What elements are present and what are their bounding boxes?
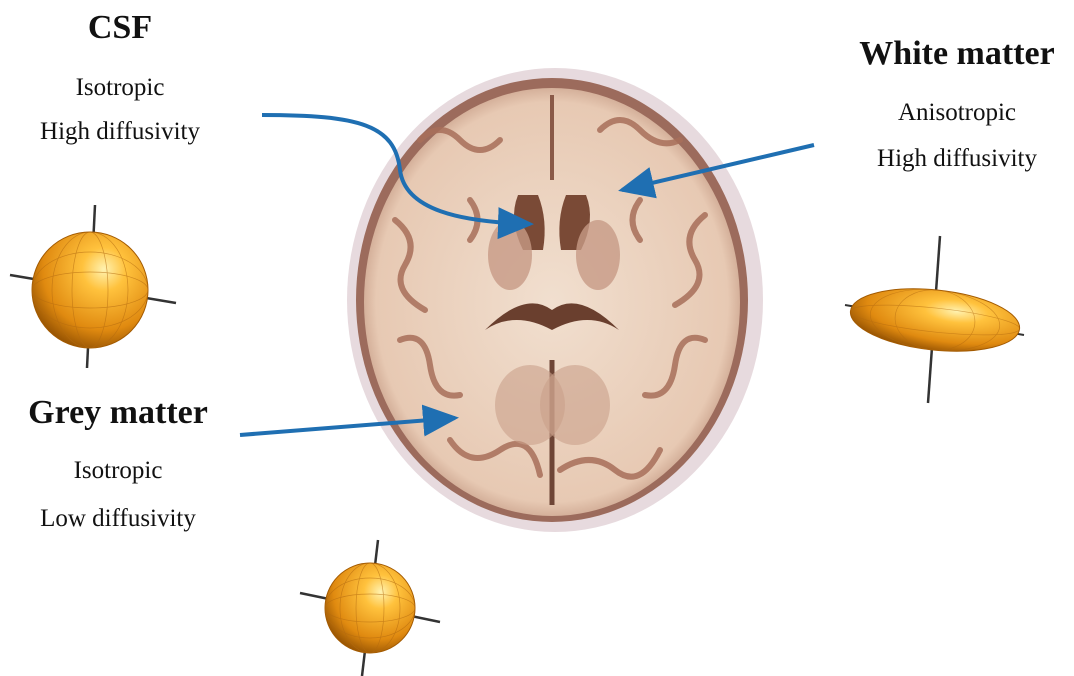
grey-matter-label-block: Grey matter Isotropic Low diffusivity xyxy=(0,393,236,535)
grey-matter-line2: Low diffusivity xyxy=(0,503,236,535)
csf-line2: High diffusivity xyxy=(0,116,240,148)
csf-label-block: CSF Isotropic High diffusivity xyxy=(0,8,240,148)
white-matter-label-block: White matter Anisotropic High diffusivit… xyxy=(840,34,1074,175)
csf-title: CSF xyxy=(0,8,240,48)
sphere-tensor-icon xyxy=(300,540,440,676)
white-matter-title: White matter xyxy=(840,34,1074,74)
white-matter-line1: Anisotropic xyxy=(840,97,1074,129)
brain-slice-image xyxy=(347,68,763,532)
sphere-tensor-icon xyxy=(10,205,176,368)
white-matter-line2: High diffusivity xyxy=(840,143,1074,175)
csf-line1: Isotropic xyxy=(0,72,240,104)
ellipsoid-tensor-icon xyxy=(845,236,1024,403)
grey-matter-title: Grey matter xyxy=(0,393,236,433)
grey-matter-line1: Isotropic xyxy=(0,455,236,487)
